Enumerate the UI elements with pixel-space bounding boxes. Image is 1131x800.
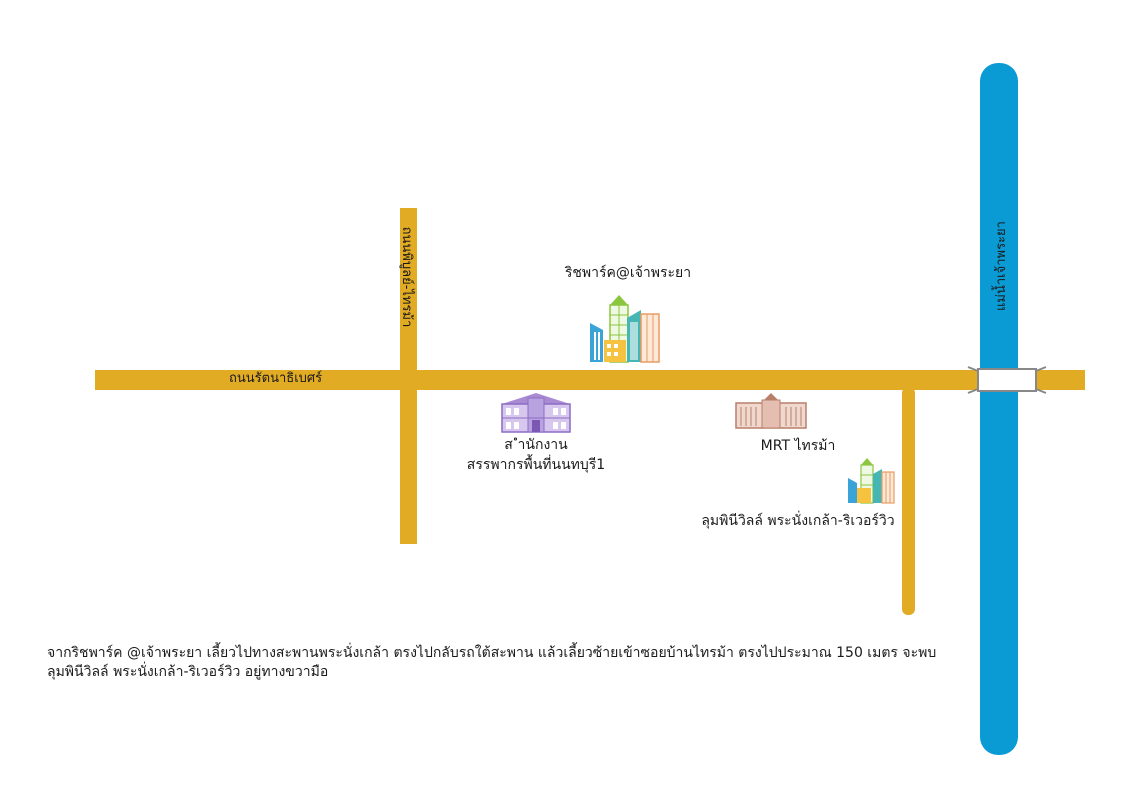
soi-road [902, 387, 915, 615]
river [980, 63, 1018, 755]
lumpini-label: ลุมพินีวิลล์ พระนั่งเกล้า-ริเวอร์วิว [701, 513, 895, 529]
mrt-station-building-icon [735, 393, 807, 429]
richpark-buildings-icon [590, 295, 660, 363]
bridge-icon [967, 366, 1047, 394]
richpark-label: ริชพาร์ค@เจ้าพระยา [564, 265, 692, 281]
directions-text: จากริชพาร์ค @เจ้าพระยา เลี้ยวไปทางสะพานพ… [47, 645, 937, 680]
lumpini-buildings-icon [848, 458, 895, 504]
mrt-label: MRT ไทรม้า [760, 438, 836, 454]
tax-office-building-icon [501, 393, 571, 433]
tax-office-label-line1: ส ำนักงาน [504, 437, 568, 453]
river-label: แม่น้ำเจ้าพระยา [994, 221, 1009, 311]
side-road-label: ถนนพิบูลย์-ไทรม้า [399, 226, 414, 328]
main-road-label: ถนนรัตนาธิเบศร์ [229, 371, 323, 386]
side-road [400, 208, 417, 544]
tax-office-label-line2: สรรพากรพื้นที่นนทบุรี1 [466, 457, 606, 473]
main-road [95, 370, 1085, 390]
